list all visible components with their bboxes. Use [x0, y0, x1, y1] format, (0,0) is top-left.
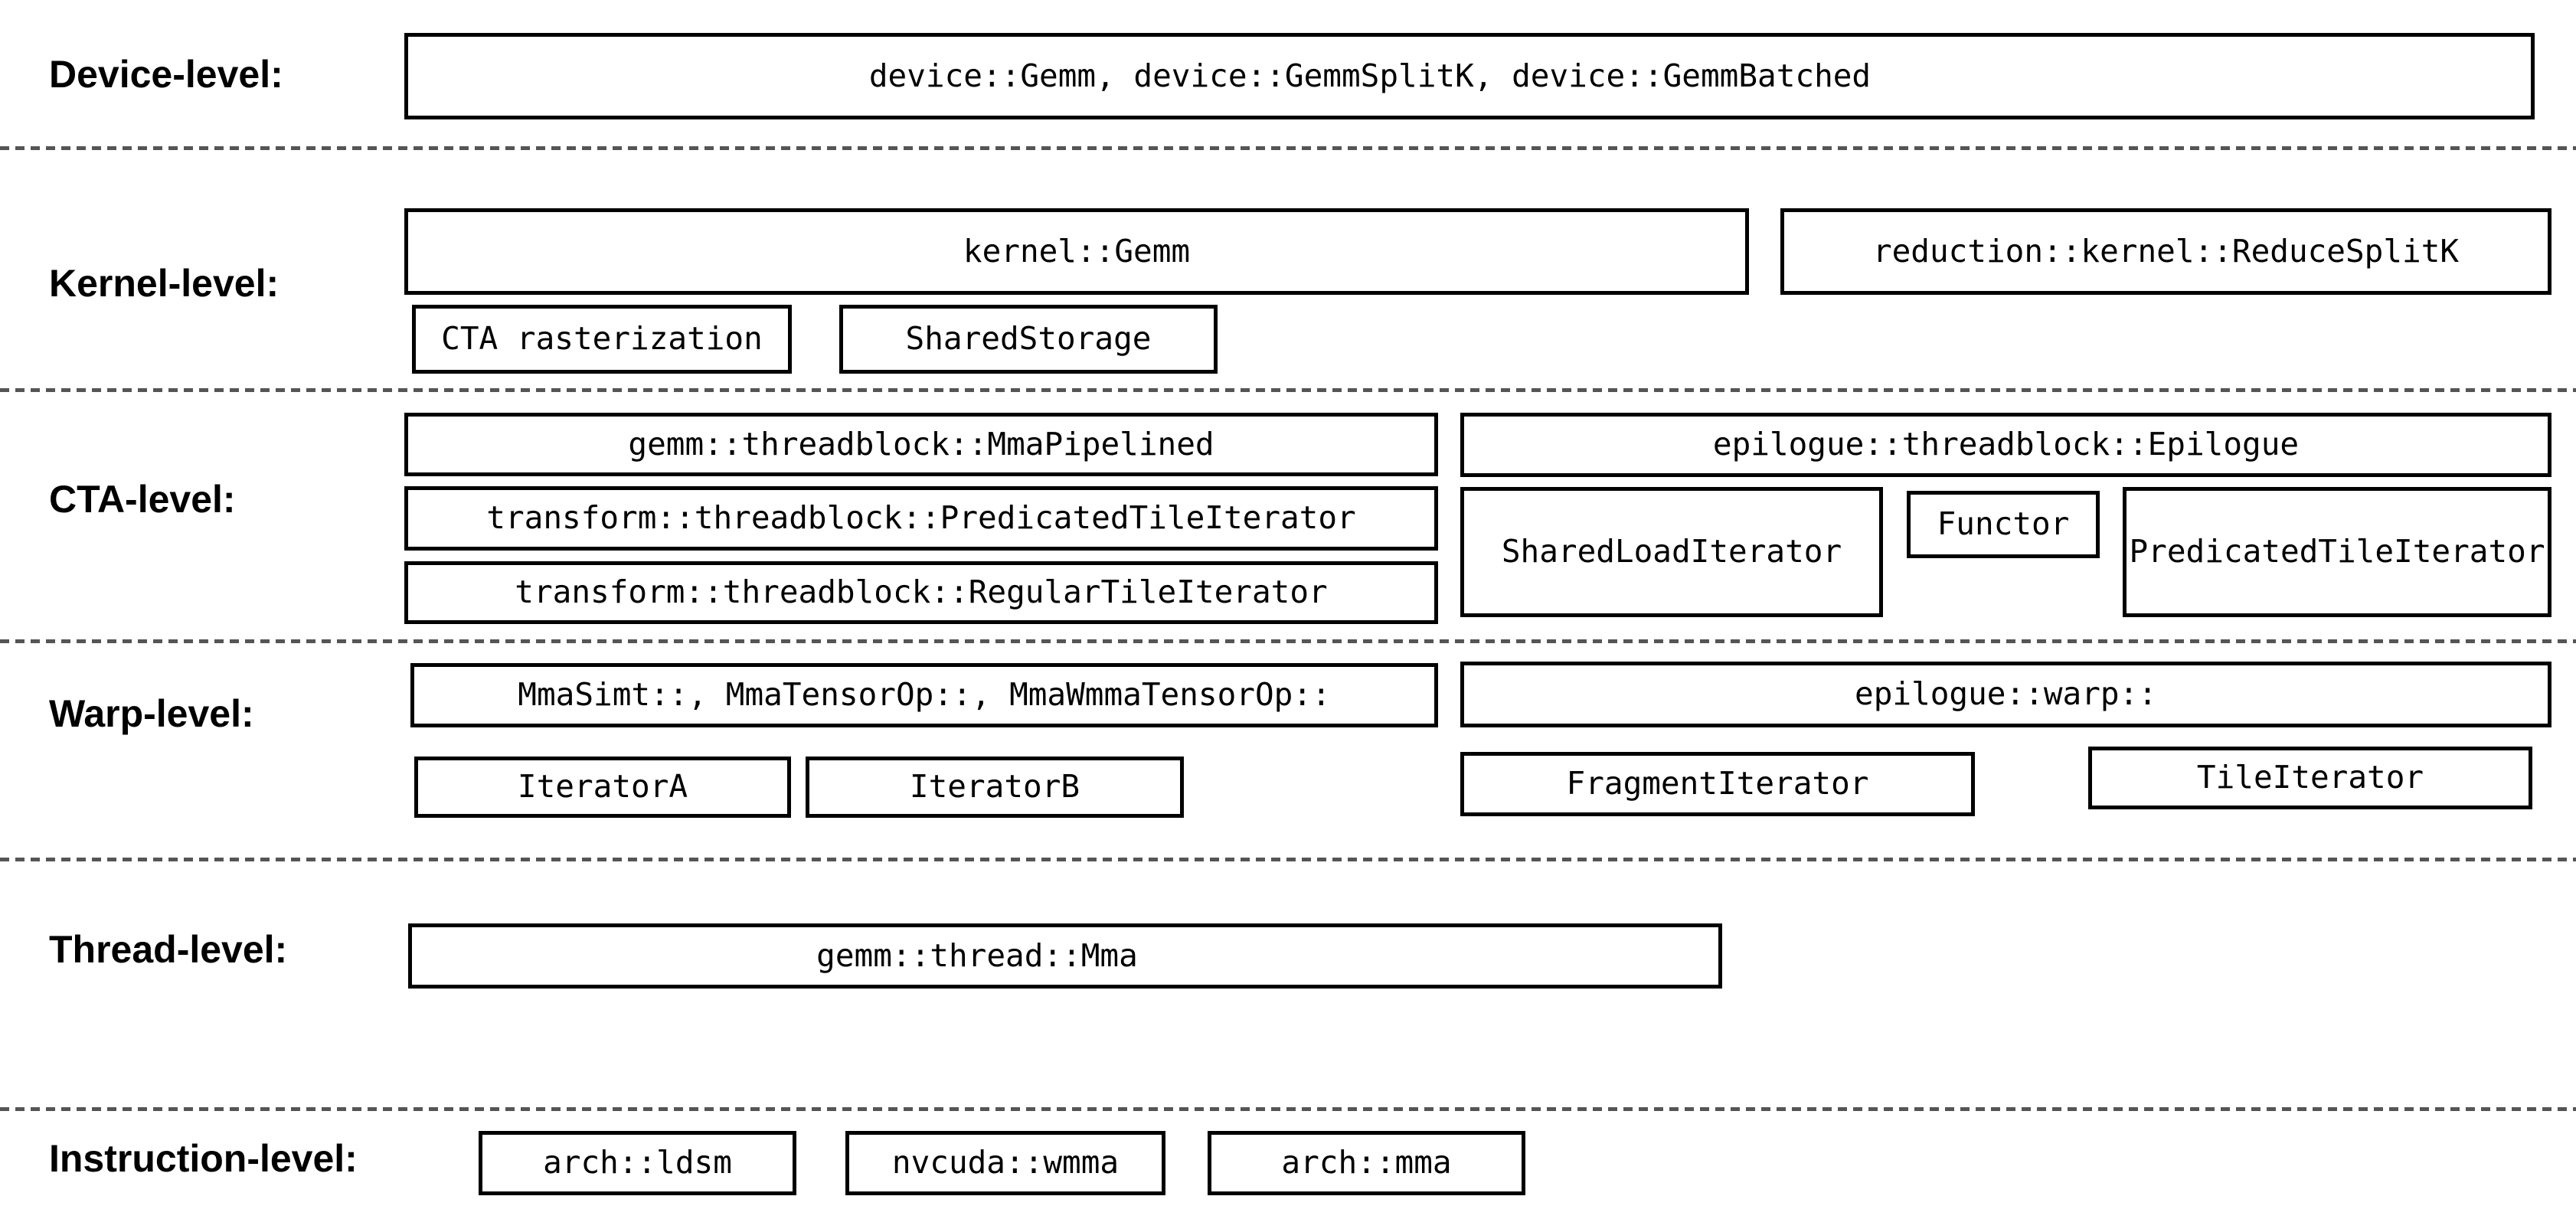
- instruction-level-label: Instruction-level:: [49, 1137, 358, 1180]
- level-divider: [0, 146, 2576, 150]
- thread-mma-box: gemm::thread::Mma: [408, 923, 1722, 989]
- epilogue-warp-box: epilogue::warp::: [1460, 662, 2551, 727]
- shared-storage-box: SharedStorage: [839, 305, 1218, 374]
- arch-mma-box: arch::mma: [1208, 1131, 1525, 1195]
- functor-box: Functor: [1907, 491, 2100, 558]
- device-gemm-box: device::Gemm, device::GemmSplitK, device…: [404, 33, 2535, 119]
- reduce-splitk-box: reduction::kernel::ReduceSplitK: [1780, 208, 2551, 295]
- arch-ldsm-box: arch::ldsm: [479, 1131, 796, 1195]
- fragment-iterator-box: FragmentIterator: [1460, 752, 1975, 816]
- cta-level-label: CTA-level:: [49, 478, 236, 521]
- transform-predicated-tile-iterator-box: transform::threadblock::PredicatedTileIt…: [404, 486, 1438, 551]
- level-divider: [0, 1107, 2576, 1111]
- mma-pipelined-box: gemm::threadblock::MmaPipelined: [404, 413, 1438, 476]
- nvcuda-wmma-box: nvcuda::wmma: [845, 1131, 1165, 1195]
- epilogue-threadblock-box: epilogue::threadblock::Epilogue: [1460, 413, 2551, 477]
- warp-mma-box: MmaSimt::, MmaTensorOp::, MmaWmmaTensorO…: [410, 663, 1438, 727]
- level-divider: [0, 388, 2576, 392]
- epilogue-predicated-tile-iterator-box: PredicatedTileIterator: [2123, 487, 2551, 617]
- iterator-b-box: IteratorB: [806, 757, 1184, 818]
- device-level-label: Device-level:: [49, 53, 283, 96]
- shared-load-iterator-box: SharedLoadIterator: [1460, 487, 1883, 617]
- cta-rasterization-box: CTA rasterization: [412, 305, 792, 374]
- kernel-gemm-box: kernel::Gemm: [404, 208, 1749, 295]
- tile-iterator-box: TileIterator: [2088, 747, 2532, 809]
- iterator-a-box: IteratorA: [414, 757, 791, 818]
- thread-level-label: Thread-level:: [49, 928, 288, 971]
- kernel-level-label: Kernel-level:: [49, 262, 280, 305]
- level-divider: [0, 639, 2576, 643]
- transform-regular-tile-iterator-box: transform::threadblock::RegularTileItera…: [404, 561, 1438, 624]
- warp-level-label: Warp-level:: [49, 692, 254, 735]
- level-divider: [0, 858, 2576, 861]
